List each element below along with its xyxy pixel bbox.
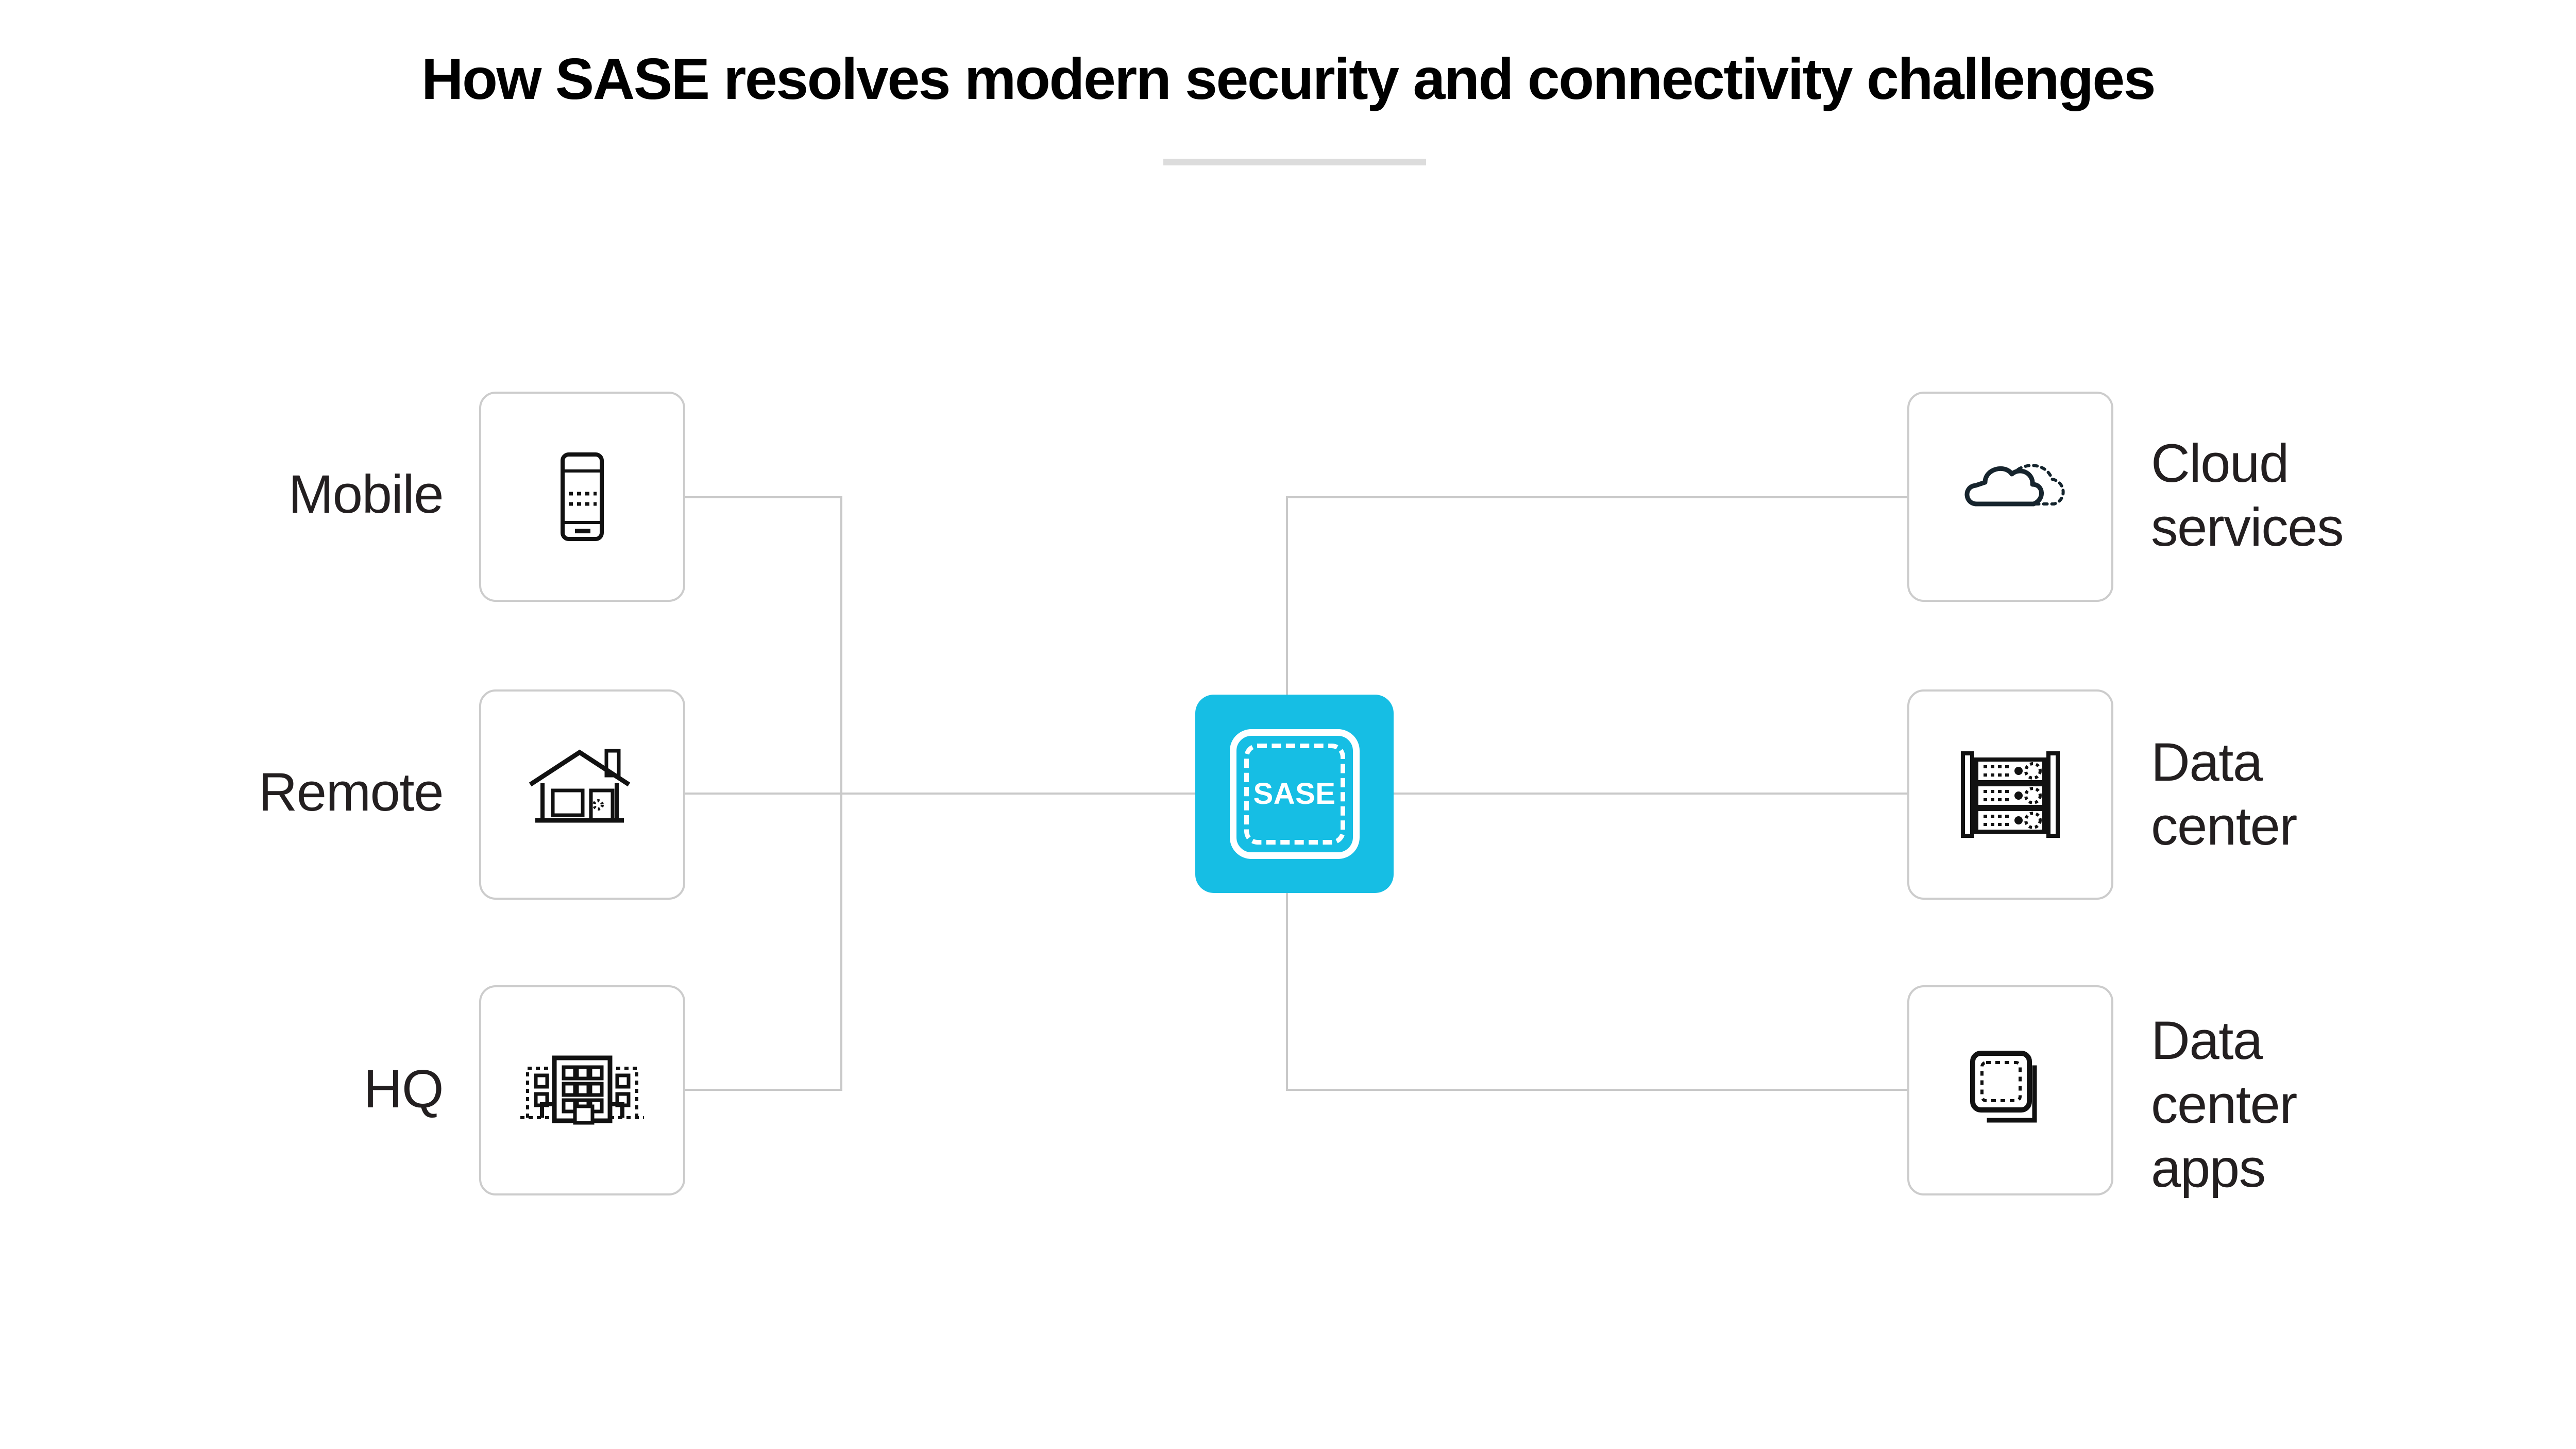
node-card-cloud-services[interactable] — [1907, 392, 2113, 602]
wire-hq-horizontal — [685, 1089, 842, 1091]
label-mobile: Mobile — [288, 464, 444, 525]
label-hq: HQ — [363, 1059, 444, 1119]
wire-datacenter-horizontal — [1393, 793, 1907, 795]
node-card-data-center[interactable] — [1907, 689, 2113, 900]
wire-datacenter-apps-horizontal — [1286, 1089, 1907, 1091]
title-underline-rule — [1163, 159, 1426, 165]
node-card-data-center-apps[interactable] — [1907, 985, 2113, 1195]
node-card-remote[interactable] — [479, 689, 685, 900]
cloud-icon — [1951, 456, 2070, 538]
sase-hub[interactable]: SASE — [1195, 695, 1394, 893]
sase-dashed-perimeter: SASE — [1244, 743, 1345, 845]
sase-label: SASE — [1253, 777, 1336, 811]
house-icon — [528, 748, 636, 841]
label-cloud-services: Cloud services — [2151, 433, 2344, 558]
label-data-center-apps: Data center apps — [2151, 1010, 2297, 1199]
mobile-phone-icon — [541, 450, 623, 543]
node-card-mobile[interactable] — [479, 392, 685, 602]
page-title: How SASE resolves modern security and co… — [421, 46, 2156, 111]
label-remote: Remote — [258, 762, 444, 822]
wire-cloud-horizontal — [1286, 496, 1907, 498]
server-rack-icon — [1959, 748, 2062, 841]
label-data-center: Data center — [2151, 732, 2297, 856]
wire-mobile-horizontal — [685, 496, 842, 498]
node-card-hq[interactable] — [479, 985, 685, 1195]
sase-outer-ring: SASE — [1229, 729, 1360, 859]
stacked-windows-icon — [1961, 1044, 2059, 1137]
office-building-icon — [520, 1047, 644, 1134]
wire-remote-horizontal — [685, 793, 1196, 795]
